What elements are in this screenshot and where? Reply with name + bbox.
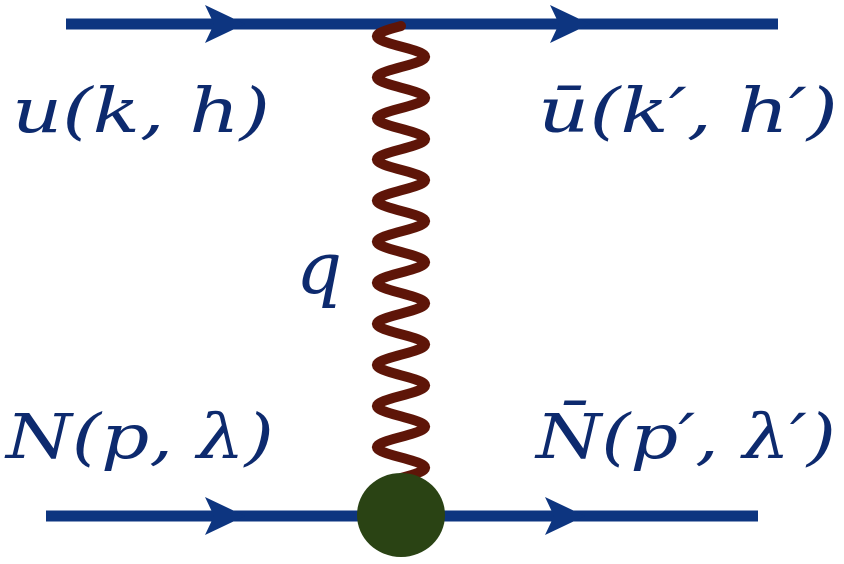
- lepton-arrow-right: [550, 5, 590, 43]
- lepton-arrow-left: [205, 5, 245, 43]
- outgoing-nucleon-label: N̄(p′, λ′): [534, 400, 836, 473]
- photon-label: q: [296, 226, 342, 310]
- nucleon-arrow-left: [205, 497, 245, 535]
- incoming-lepton-label: u(k, h): [12, 74, 270, 147]
- nucleon-vertex: [357, 473, 445, 557]
- incoming-nucleon-label: N(p, λ): [4, 400, 274, 473]
- nucleon-arrow-right: [545, 497, 585, 535]
- photon-propagator: [371, 21, 431, 483]
- outgoing-lepton-label: ū(k′, h′): [538, 74, 838, 147]
